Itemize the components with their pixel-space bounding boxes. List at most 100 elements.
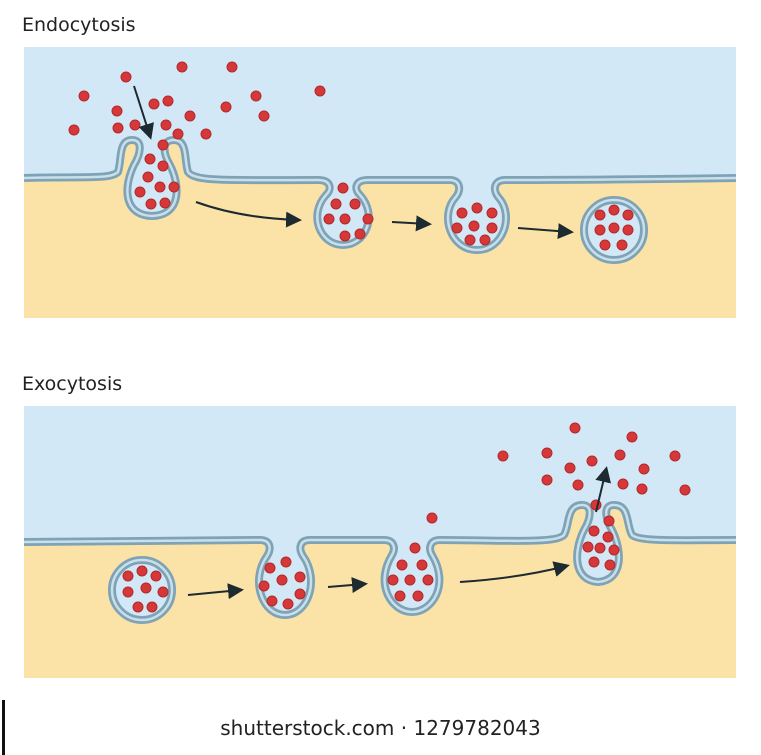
molecule bbox=[314, 85, 326, 97]
molecule bbox=[404, 574, 416, 586]
extracellular-space bbox=[24, 406, 736, 615]
molecule bbox=[184, 110, 196, 122]
molecule bbox=[617, 478, 629, 490]
molecule bbox=[669, 450, 681, 462]
molecule bbox=[282, 598, 294, 610]
arrow-icon bbox=[517, 223, 574, 240]
molecule bbox=[142, 171, 154, 183]
molecule bbox=[146, 601, 158, 613]
arrow-icon bbox=[595, 466, 612, 513]
molecule bbox=[594, 224, 606, 236]
molecule bbox=[422, 574, 434, 586]
molecule bbox=[258, 580, 270, 592]
molecule bbox=[162, 95, 174, 107]
endocytosis-arrows bbox=[133, 85, 574, 240]
molecule bbox=[330, 198, 342, 210]
molecule bbox=[220, 101, 232, 113]
molecule bbox=[594, 542, 606, 554]
molecule bbox=[479, 234, 491, 246]
molecule bbox=[426, 512, 438, 524]
molecule bbox=[486, 222, 498, 234]
molecule bbox=[144, 153, 156, 165]
molecule bbox=[120, 71, 132, 83]
molecule bbox=[226, 61, 238, 73]
molecule bbox=[409, 542, 421, 554]
molecule bbox=[541, 447, 553, 459]
molecule bbox=[387, 574, 399, 586]
molecule bbox=[608, 544, 620, 556]
molecule bbox=[396, 559, 408, 571]
molecule bbox=[622, 209, 634, 221]
extracellular-space bbox=[24, 47, 736, 250]
endocytosis-title: Endocytosis bbox=[22, 14, 136, 36]
molecule bbox=[471, 202, 483, 214]
molecule bbox=[294, 571, 306, 583]
molecule bbox=[586, 455, 598, 467]
arrow-icon bbox=[327, 577, 368, 593]
molecule bbox=[68, 124, 80, 136]
watermark: shutterstock.com · 1279782043 bbox=[220, 716, 541, 740]
molecule bbox=[145, 198, 157, 210]
molecule bbox=[132, 601, 144, 613]
molecule bbox=[608, 204, 620, 216]
molecule bbox=[323, 213, 335, 225]
molecule bbox=[599, 239, 611, 251]
molecule bbox=[157, 586, 169, 598]
exocytosis-molecules bbox=[122, 422, 691, 613]
molecule bbox=[541, 474, 553, 486]
molecule bbox=[456, 207, 468, 219]
endocytosis-panel bbox=[23, 47, 737, 318]
molecule bbox=[129, 119, 141, 131]
molecule bbox=[264, 562, 276, 574]
molecule bbox=[412, 590, 424, 602]
molecule bbox=[416, 559, 428, 571]
molecule bbox=[616, 239, 628, 251]
molecule bbox=[604, 559, 616, 571]
molecule bbox=[486, 207, 498, 219]
molecule bbox=[250, 90, 262, 102]
divider bbox=[2, 700, 5, 755]
molecule bbox=[362, 213, 374, 225]
molecule bbox=[354, 228, 366, 240]
arrow-icon bbox=[133, 85, 154, 140]
molecule bbox=[337, 182, 349, 194]
molecule bbox=[464, 234, 476, 246]
molecule bbox=[157, 160, 169, 172]
exocytosis-title: Exocytosis bbox=[22, 373, 123, 395]
arrow-icon bbox=[187, 583, 244, 600]
molecule bbox=[140, 582, 152, 594]
molecule bbox=[451, 222, 463, 234]
molecule bbox=[276, 574, 288, 586]
molecule bbox=[569, 422, 581, 434]
molecule bbox=[112, 122, 124, 134]
molecule bbox=[588, 525, 600, 537]
molecule bbox=[679, 484, 691, 496]
molecule bbox=[172, 128, 184, 140]
molecule bbox=[150, 570, 162, 582]
molecule bbox=[497, 450, 509, 462]
molecule bbox=[136, 565, 148, 577]
arrow-icon bbox=[459, 561, 570, 583]
molecule bbox=[614, 449, 626, 461]
molecule bbox=[200, 128, 212, 140]
arrow-icon bbox=[391, 215, 432, 232]
molecule bbox=[572, 479, 584, 491]
molecule bbox=[594, 209, 606, 221]
molecule bbox=[339, 213, 351, 225]
molecule bbox=[622, 224, 634, 236]
molecule bbox=[349, 198, 361, 210]
molecule bbox=[564, 462, 576, 474]
molecule bbox=[608, 222, 620, 234]
molecule bbox=[157, 139, 169, 151]
molecule bbox=[122, 586, 134, 598]
molecule bbox=[588, 556, 600, 568]
molecule bbox=[78, 90, 90, 102]
molecule bbox=[394, 590, 406, 602]
molecule bbox=[111, 105, 123, 117]
molecule bbox=[294, 588, 306, 600]
molecule bbox=[159, 197, 171, 209]
molecule bbox=[258, 110, 270, 122]
exocytosis-arrows bbox=[187, 466, 612, 600]
cell-membrane bbox=[23, 136, 737, 254]
